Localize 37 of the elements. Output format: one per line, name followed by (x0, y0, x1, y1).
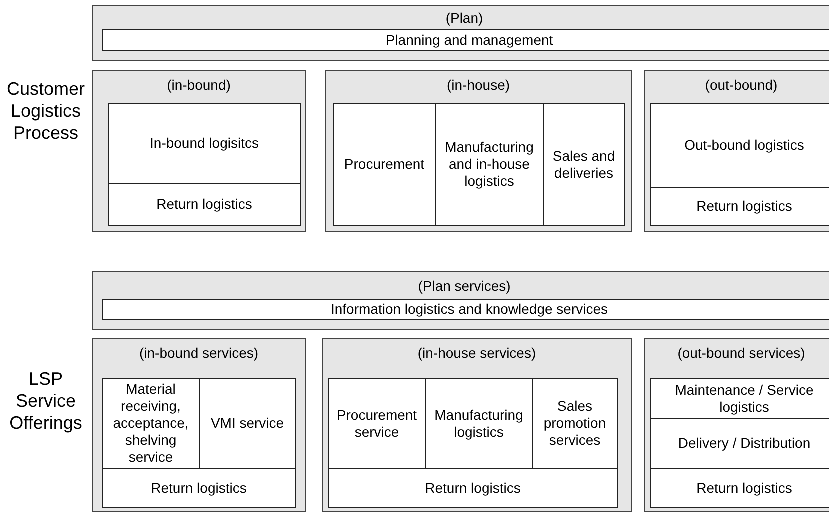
group-heading: (Plan) (446, 10, 484, 26)
group-panel (92, 271, 829, 330)
process-cell: Return logistics (328, 468, 618, 508)
process-cell: Return logistics (102, 468, 296, 508)
group-panel (92, 5, 829, 61)
group-panel (644, 70, 829, 232)
process-cell: Out-bound logistics (650, 103, 829, 188)
process-cell: Procurement service (328, 378, 426, 469)
process-cell: Return logistics (650, 468, 829, 508)
process-cell: Return logistics (108, 183, 301, 226)
process-cell: Manufacturing logistics (425, 378, 533, 469)
group-panel (92, 70, 306, 232)
group-panel (92, 338, 306, 512)
group-panel (322, 338, 632, 512)
group-heading: (Plan services) (418, 278, 511, 294)
process-cell: Sales and deliveries (543, 103, 625, 226)
group-heading: (in-house services) (418, 345, 536, 361)
group-panel (325, 70, 632, 232)
process-cell: Manufacturing and in-house logistics (435, 103, 544, 226)
row-heading: Customer Logistics Process (6, 78, 86, 144)
process-cell: Procurement (333, 103, 436, 226)
process-cell: Material receiving, acceptance, shelving service (102, 378, 200, 469)
group-heading: (out-bound services) (678, 345, 806, 361)
process-cell: Maintenance / Service logistics (650, 378, 829, 419)
group-heading: (in-bound) (167, 77, 231, 93)
process-cell: Information logistics and knowledge services (102, 299, 829, 320)
process-cell: Return logistics (650, 187, 829, 226)
group-panel (644, 338, 829, 512)
process-cell: Sales promotion services (532, 378, 618, 469)
row-heading: LSP Service Offerings (8, 368, 84, 434)
process-cell: In-bound logisitcs (108, 103, 301, 184)
group-heading: (in-house) (446, 77, 510, 93)
group-heading: (in-bound services) (139, 345, 259, 361)
group-heading: (out-bound) (705, 77, 778, 93)
process-cell: VMI service (199, 378, 296, 469)
process-cell: Delivery / Distribution (650, 418, 829, 469)
process-cell: Planning and management (102, 29, 829, 51)
